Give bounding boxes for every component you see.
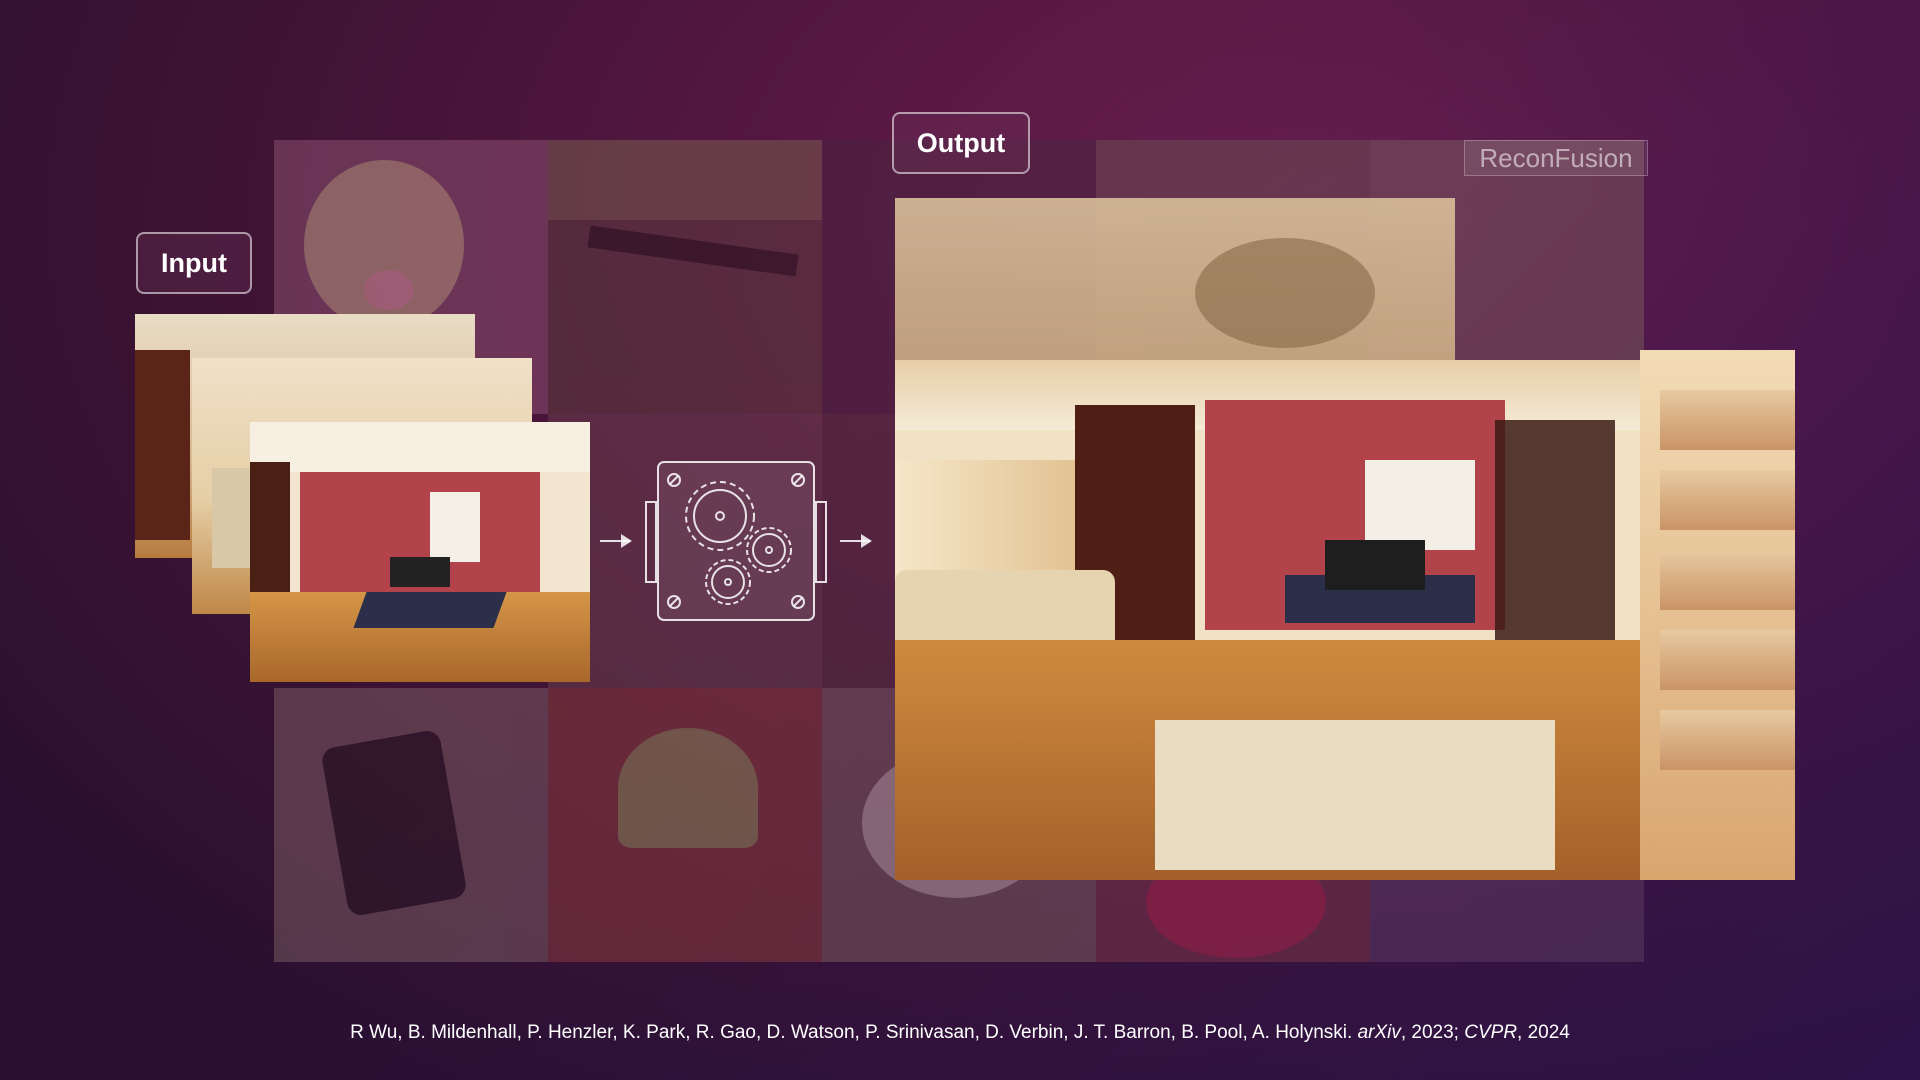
citation-authors: R Wu, B. Mildenhall, P. Henzler, K. Park… — [350, 1022, 1353, 1043]
citation-venue-cvpr: CVPR — [1464, 1022, 1518, 1043]
citation: R Wu, B. Mildenhall, P. Henzler, K. Park… — [0, 1022, 1920, 1044]
citation-venue-arxiv: arXiv — [1357, 1022, 1401, 1043]
gears-icon — [644, 460, 828, 624]
input-label: Input — [136, 232, 252, 294]
tile-bench — [548, 140, 822, 414]
tile-table-top — [548, 414, 822, 688]
arrow-right-icon — [600, 534, 632, 548]
input-photo-front — [250, 422, 590, 682]
output-stairs — [1640, 350, 1795, 880]
reconfusion-watermark: ReconFusion — [1464, 140, 1648, 176]
citation-year-2023: , 2023; — [1400, 1022, 1465, 1043]
output-label: Output — [892, 112, 1030, 174]
tile-suitcase — [274, 688, 548, 962]
arrow-right-icon — [840, 534, 872, 548]
citation-year-2024: , 2024 — [1517, 1022, 1570, 1043]
tile-plant — [548, 688, 822, 962]
